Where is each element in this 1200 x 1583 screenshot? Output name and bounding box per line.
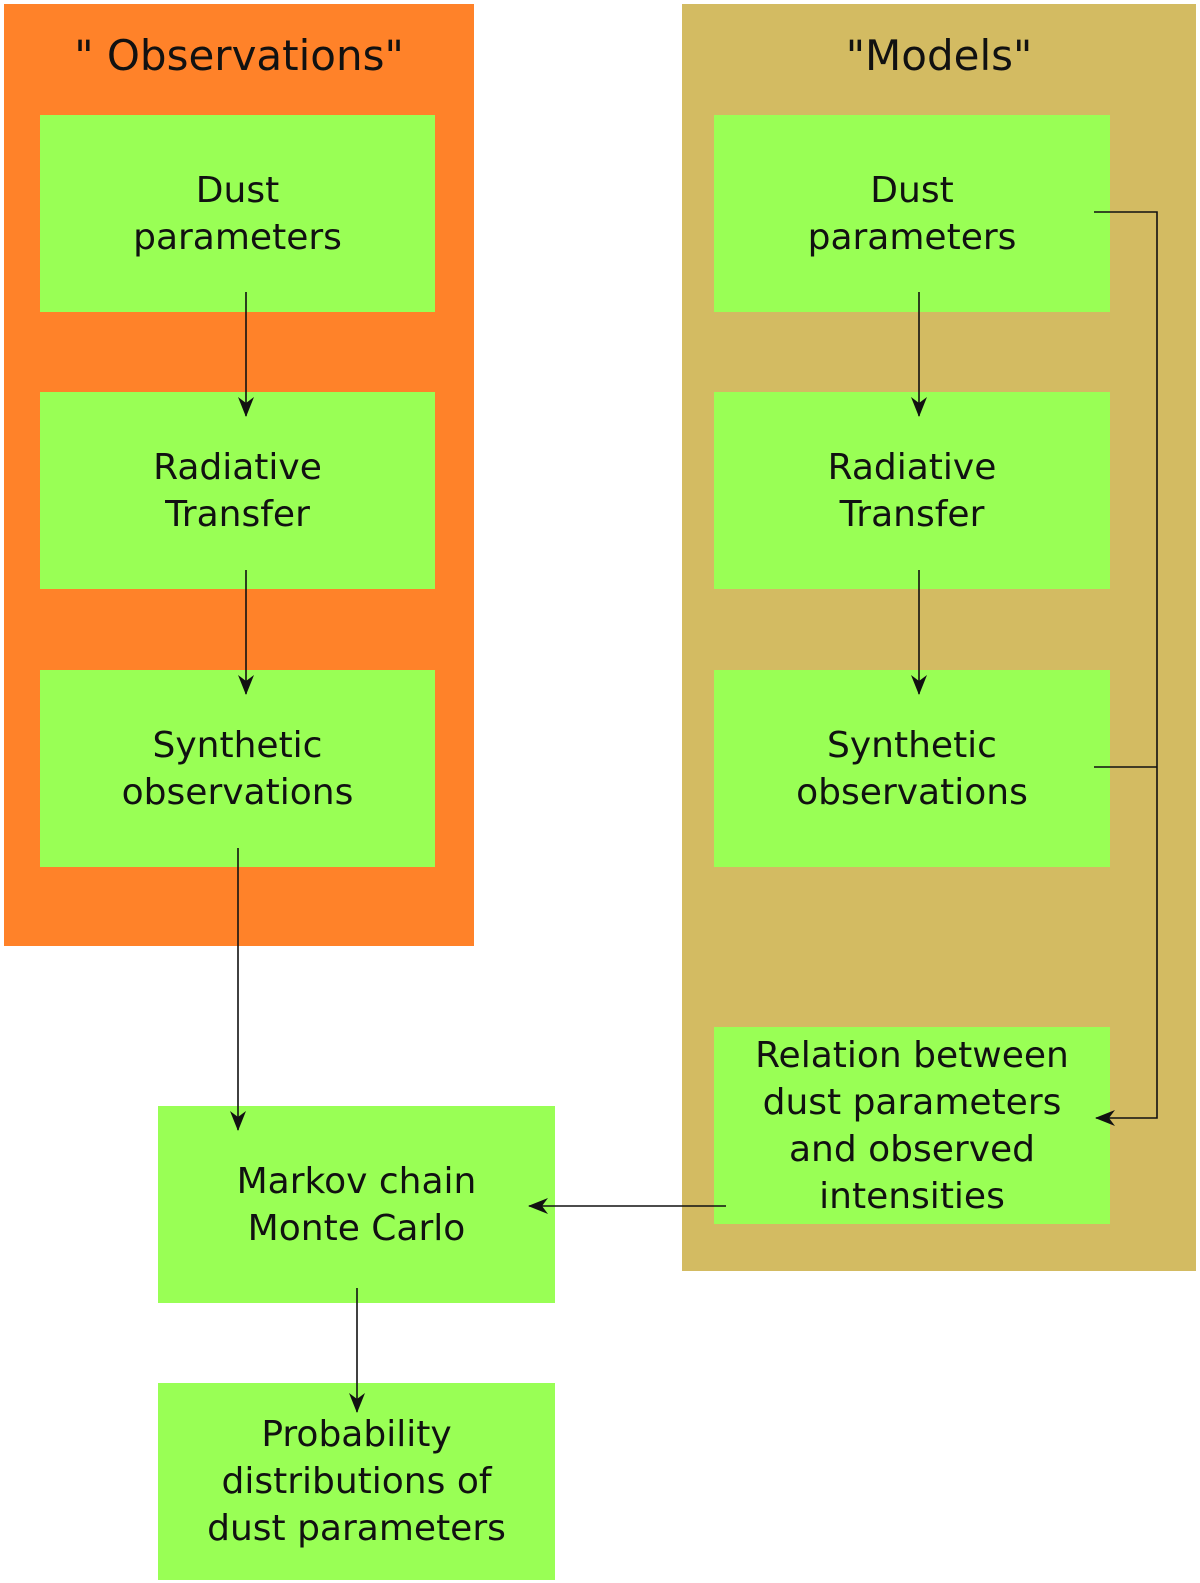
box-line: Relation between xyxy=(755,1034,1069,1076)
box-line: Radiative xyxy=(153,446,322,488)
arrow-bus-to-relation xyxy=(1095,767,1158,1126)
box-line: parameters xyxy=(807,216,1017,258)
box-line: Transfer xyxy=(165,493,310,535)
box-line: Dust xyxy=(195,169,280,211)
box-line: Synthetic xyxy=(152,724,323,766)
box-line: dust parameters xyxy=(207,1508,506,1549)
probability-distributions-box: Probability distributions of dust parame… xyxy=(158,1383,555,1580)
observations-dust-parameters-box: Dust parameters xyxy=(40,115,435,312)
box-line: Synthetic xyxy=(827,724,997,766)
models-relation-box: Relation between dust parameters and obs… xyxy=(714,1027,1110,1224)
box-line: Monte Carlo xyxy=(247,1207,466,1249)
observations-synthetic-observations-box: Synthetic observations xyxy=(40,670,435,867)
box-line: Markov chain xyxy=(236,1160,477,1202)
box-line: observations xyxy=(796,771,1028,813)
box-line: Radiative xyxy=(827,446,997,488)
models-synthetic-observations-box: Synthetic observations xyxy=(714,670,1110,867)
models-dust-parameters-box: Dust parameters xyxy=(714,115,1110,312)
box-line: distributions of xyxy=(221,1461,492,1502)
box-line: and observed xyxy=(788,1128,1036,1170)
observations-title: " Observations" xyxy=(74,31,404,80)
box-line: Transfer xyxy=(839,493,985,535)
box-line: observations xyxy=(121,771,354,813)
models-title: "Models" xyxy=(845,31,1033,80)
box-line: Dust xyxy=(870,169,954,211)
box-line: intensities xyxy=(819,1175,1005,1217)
observations-radiative-transfer-box: Radiative Transfer xyxy=(40,392,435,589)
box-line: dust parameters xyxy=(762,1081,1062,1123)
box-line: Probability xyxy=(261,1414,452,1455)
connector-models-dust-to-bus xyxy=(1094,211,1158,767)
models-radiative-transfer-box: Radiative Transfer xyxy=(714,392,1110,589)
box-line: parameters xyxy=(133,216,342,258)
mcmc-box: Markov chain Monte Carlo xyxy=(158,1106,555,1303)
